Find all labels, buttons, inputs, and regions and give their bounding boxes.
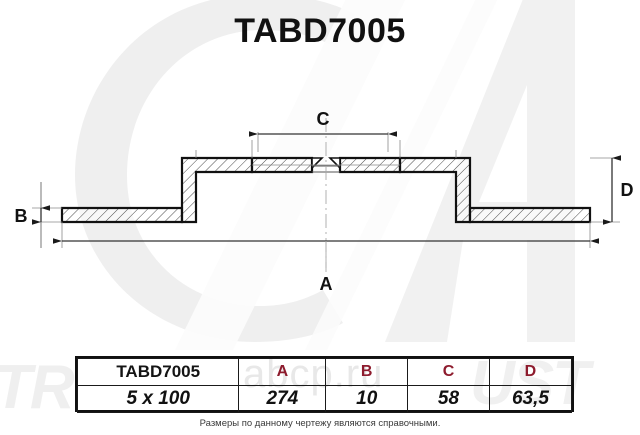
header-cell-c: C	[407, 358, 490, 386]
value-cell-b: 10	[325, 385, 409, 413]
dimension-label-d: D	[621, 180, 634, 200]
spec-table-header-row: TABD7005 A B C D	[76, 358, 573, 386]
footnote-text: Размеры по данному чертежу являются спра…	[199, 418, 441, 429]
dimension-b: B	[15, 182, 50, 248]
dimension-label-b: B	[15, 206, 28, 226]
value-cell-c: 58	[407, 385, 490, 413]
dimension-a: A	[53, 238, 599, 294]
value-cell-a: 274	[238, 385, 327, 413]
value-cell-code: 5 x 100	[76, 385, 240, 413]
dimension-d: D	[603, 155, 634, 225]
header-cell-b: B	[325, 358, 409, 386]
spec-table-value-row: 5 x 100 274 10 58 63,5	[76, 385, 573, 413]
disc-cross-section-drawing: A B C D	[15, 109, 634, 294]
dimension-c: C	[249, 109, 397, 137]
dimension-label-a: A	[320, 274, 333, 294]
page-title: TABD7005	[234, 12, 406, 50]
dimension-label-c: C	[317, 109, 330, 129]
watermark-text-left: TR	[0, 353, 75, 422]
header-cell-code: TABD7005	[76, 358, 240, 386]
header-cell-a: A	[238, 358, 327, 386]
spec-table: TABD7005 A B C D 5 x 100 274 10 58 63,5	[76, 358, 573, 413]
value-cell-d: 63,5	[488, 385, 573, 413]
header-cell-d: D	[488, 358, 573, 386]
